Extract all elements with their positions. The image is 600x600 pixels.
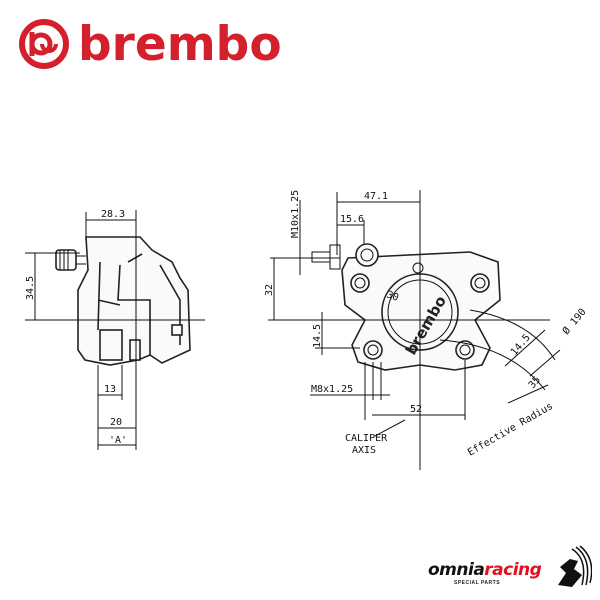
dim-ref-a: 'A' [109, 435, 127, 446]
dim-20: 20 [110, 417, 122, 428]
omnia-tagline: SPECIAL PARTS [454, 580, 501, 586]
griffin-icon [558, 545, 592, 587]
dim-47-1: 47.1 [364, 191, 388, 202]
dim-15-6: 15.6 [340, 214, 364, 225]
dim-14-5-arc: 14.5 [509, 332, 533, 358]
brembo-wordmark: brembo [78, 16, 282, 72]
dim-28-3: 28.3 [101, 209, 125, 220]
banjo-fitting [355, 243, 379, 267]
mounting-holes [350, 262, 490, 360]
dim-14-5: 14.5 [312, 324, 323, 348]
front-view: brembo 47.1 15.6 M10x1.25 32 14.5 30 M8x… [264, 190, 589, 470]
dim-disc-diameter: Ø 190 [560, 306, 589, 337]
dim-34-5: 34.5 [25, 276, 36, 300]
side-view: 28.3 34.5 13 20 'A' [25, 209, 205, 450]
bleed-fitting [55, 249, 86, 271]
omniaracing-logo: omniaracing SPECIAL PARTS [428, 560, 542, 586]
effective-radius-label: Effective Radius [466, 401, 555, 459]
caliper-axis-label-1: CALIPER [345, 433, 388, 444]
dim-13: 13 [104, 384, 116, 395]
omnia-wordmark-b: racing [484, 560, 542, 580]
dim-32: 32 [264, 284, 275, 296]
dim-52: 52 [410, 404, 422, 415]
dim-m8: M8x1.25 [311, 384, 353, 395]
brembo-emblem-icon [19, 19, 69, 69]
caliper-axis-label-2: AXIS [352, 445, 376, 456]
dim-m10: M10x1.25 [290, 190, 301, 238]
brembo-logo: brembo [18, 18, 282, 70]
dim-30: 30 [385, 289, 400, 303]
omnia-wordmark-a: omnia [428, 560, 485, 580]
